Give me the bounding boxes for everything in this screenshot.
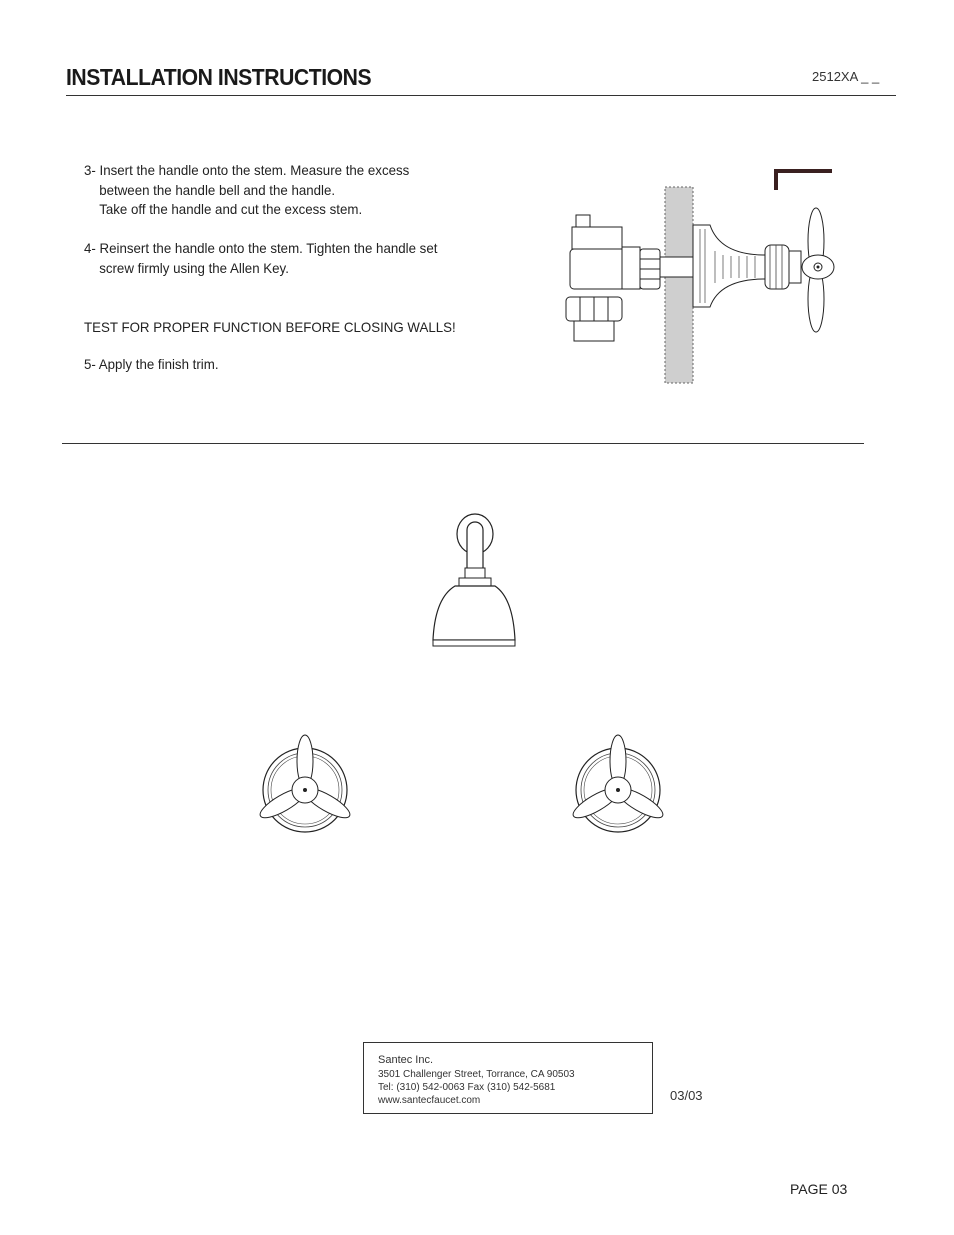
company-name: Santec Inc. xyxy=(378,1054,434,1066)
step-3-line-2: between the handle bell and the handle. xyxy=(99,181,336,198)
step-4-line-2: screw firmly using the Allen Key. xyxy=(99,259,289,276)
valve-handle-side-view xyxy=(565,186,835,384)
revision-date: 03/03 xyxy=(670,1088,703,1103)
test-warning: TEST FOR PROPER FUNCTION BEFORE CLOSING … xyxy=(84,319,456,335)
tub-spout-icon xyxy=(432,513,516,647)
section-divider xyxy=(62,443,864,444)
model-number: 2512XA _ _ xyxy=(812,69,880,84)
company-phone: Tel: (310) 542-0063 Fax (310) 542-5681 xyxy=(378,1082,556,1093)
step-4: 4- Reinsert the handle onto the stem. Ti… xyxy=(84,239,437,278)
step-5: 5- Apply the finish trim. xyxy=(84,356,219,372)
page-number: PAGE 03 xyxy=(790,1181,848,1197)
company-website: www.santecfaucet.com xyxy=(378,1095,481,1106)
step-4-line-1: 4- Reinsert the handle onto the stem. Ti… xyxy=(84,240,438,256)
allen-key-icon xyxy=(774,169,832,190)
cross-handle-icon xyxy=(572,734,664,833)
header-divider xyxy=(66,95,896,96)
step-3-line-1: 3- Insert the handle onto the stem. Meas… xyxy=(84,162,410,178)
contact-box: Santec Inc. 3501 Challenger Street, Torr… xyxy=(363,1042,653,1114)
page-title: INSTALLATION INSTRUCTIONS xyxy=(66,64,372,90)
step-3: 3- Insert the handle onto the stem. Meas… xyxy=(84,161,409,220)
step-3-line-3: Take off the handle and cut the excess s… xyxy=(99,201,363,217)
company-address: 3501 Challenger Street, Torrance, CA 905… xyxy=(378,1069,575,1080)
cross-handle-icon xyxy=(259,734,351,833)
